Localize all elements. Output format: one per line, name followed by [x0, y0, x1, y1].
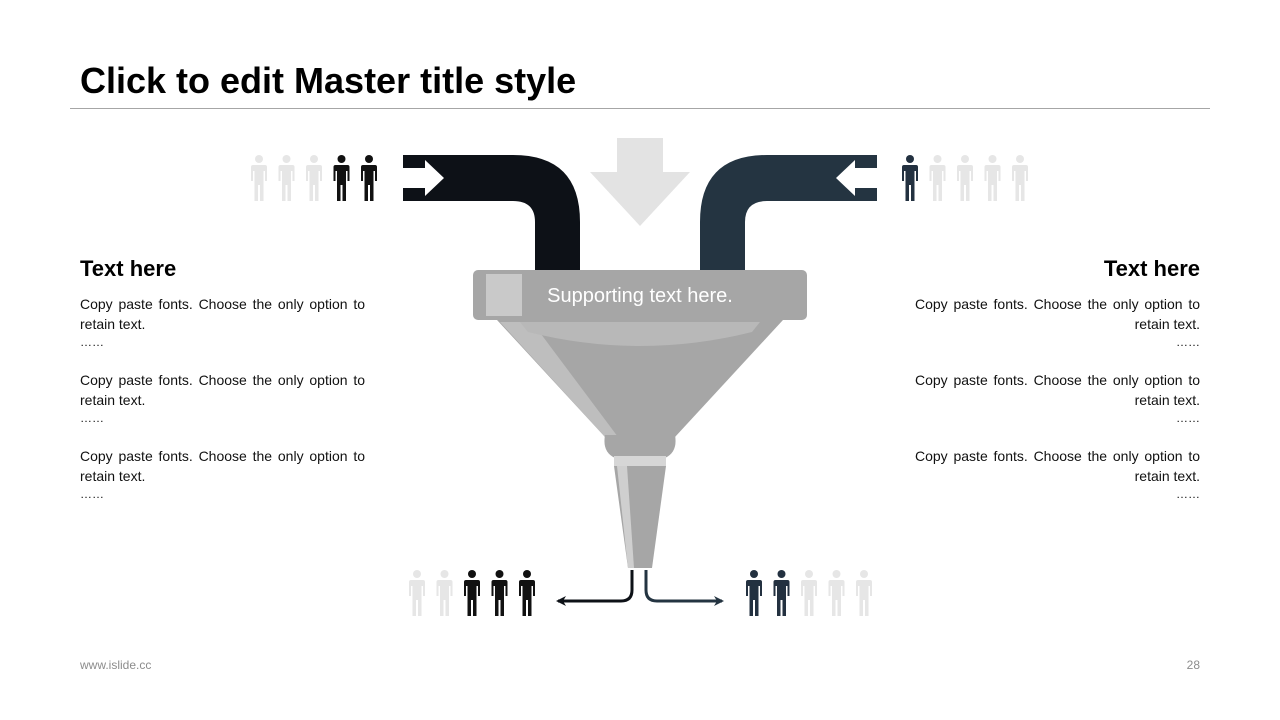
right-item-2: Copy paste fonts. Choose the only option… [915, 370, 1200, 426]
left-item-3-text[interactable]: Copy paste fonts. Choose the only option… [80, 448, 365, 484]
left-pipe-arrow-icon [403, 160, 444, 196]
funnel-cone-highlight [500, 322, 618, 437]
person-icon [464, 570, 480, 616]
left-item-2: Copy paste fonts. Choose the only option… [80, 370, 365, 426]
person-icon [773, 570, 790, 616]
person-icon [306, 155, 322, 201]
right-text-panel: Text here Copy paste fonts. Choose the o… [915, 256, 1200, 522]
person-icon [902, 155, 918, 201]
person-icon [251, 155, 267, 201]
right-pipe-arrow-icon [836, 160, 877, 196]
right-item-1: Copy paste fonts. Choose the only option… [915, 294, 1200, 350]
person-icon [801, 570, 817, 616]
right-item-1-dots: …… [1176, 335, 1200, 349]
title-divider [70, 108, 1210, 109]
left-text-panel: Text here Copy paste fonts. Choose the o… [80, 256, 365, 522]
funnel-cone-shade [520, 322, 760, 346]
right-heading[interactable]: Text here [1103, 256, 1200, 281]
right-item-3: Copy paste fonts. Choose the only option… [915, 446, 1200, 502]
funnel-spout-highlight [617, 466, 634, 568]
left-item-1-text[interactable]: Copy paste fonts. Choose the only option… [80, 296, 365, 332]
slide-title[interactable]: Click to edit Master title style [80, 60, 577, 101]
person-icon [929, 155, 946, 201]
left-item-1-dots: …… [80, 335, 104, 349]
people-bottom-left [409, 570, 535, 616]
funnel-label[interactable]: Supporting text here. [547, 285, 733, 307]
person-icon [436, 570, 453, 616]
person-icon [1012, 155, 1028, 201]
person-icon [984, 155, 1001, 201]
person-icon [856, 570, 872, 616]
people-top-left [251, 155, 377, 201]
person-icon [828, 570, 845, 616]
people-top-right [902, 155, 1028, 201]
incoming-down-arrow [590, 138, 690, 226]
person-icon [361, 155, 377, 201]
funnel-neck-band [614, 456, 666, 466]
person-icon [278, 155, 295, 201]
left-heading[interactable]: Text here [80, 256, 177, 281]
right-input-pipe [700, 155, 877, 272]
left-item-2-dots: …… [80, 411, 104, 425]
right-item-3-dots: …… [1176, 487, 1200, 501]
right-item-2-dots: …… [1176, 411, 1200, 425]
funnel-rim [473, 270, 807, 320]
person-icon [746, 570, 762, 616]
person-icon [491, 570, 508, 616]
left-input-pipe [403, 155, 580, 272]
left-output-arrow [556, 570, 634, 606]
person-icon [333, 155, 350, 201]
left-item-2-text[interactable]: Copy paste fonts. Choose the only option… [80, 372, 365, 408]
person-icon [519, 570, 535, 616]
left-item-3-dots: …… [80, 487, 104, 501]
funnel-cone [497, 320, 783, 437]
left-item-1: Copy paste fonts. Choose the only option… [80, 294, 365, 350]
page-number: 28 [1186, 658, 1200, 672]
person-icon [957, 155, 973, 201]
right-item-1-text[interactable]: Copy paste fonts. Choose the only option… [915, 296, 1200, 332]
right-item-2-text[interactable]: Copy paste fonts. Choose the only option… [915, 372, 1200, 408]
funnel-rim-highlight [486, 274, 522, 316]
funnel-neck [604, 435, 676, 458]
left-item-3: Copy paste fonts. Choose the only option… [80, 446, 365, 502]
person-icon [409, 570, 425, 616]
right-item-3-text[interactable]: Copy paste fonts. Choose the only option… [915, 448, 1200, 484]
right-output-arrow [644, 570, 724, 606]
people-bottom-right [746, 570, 872, 616]
footer-website[interactable]: www.islide.cc [80, 658, 152, 672]
